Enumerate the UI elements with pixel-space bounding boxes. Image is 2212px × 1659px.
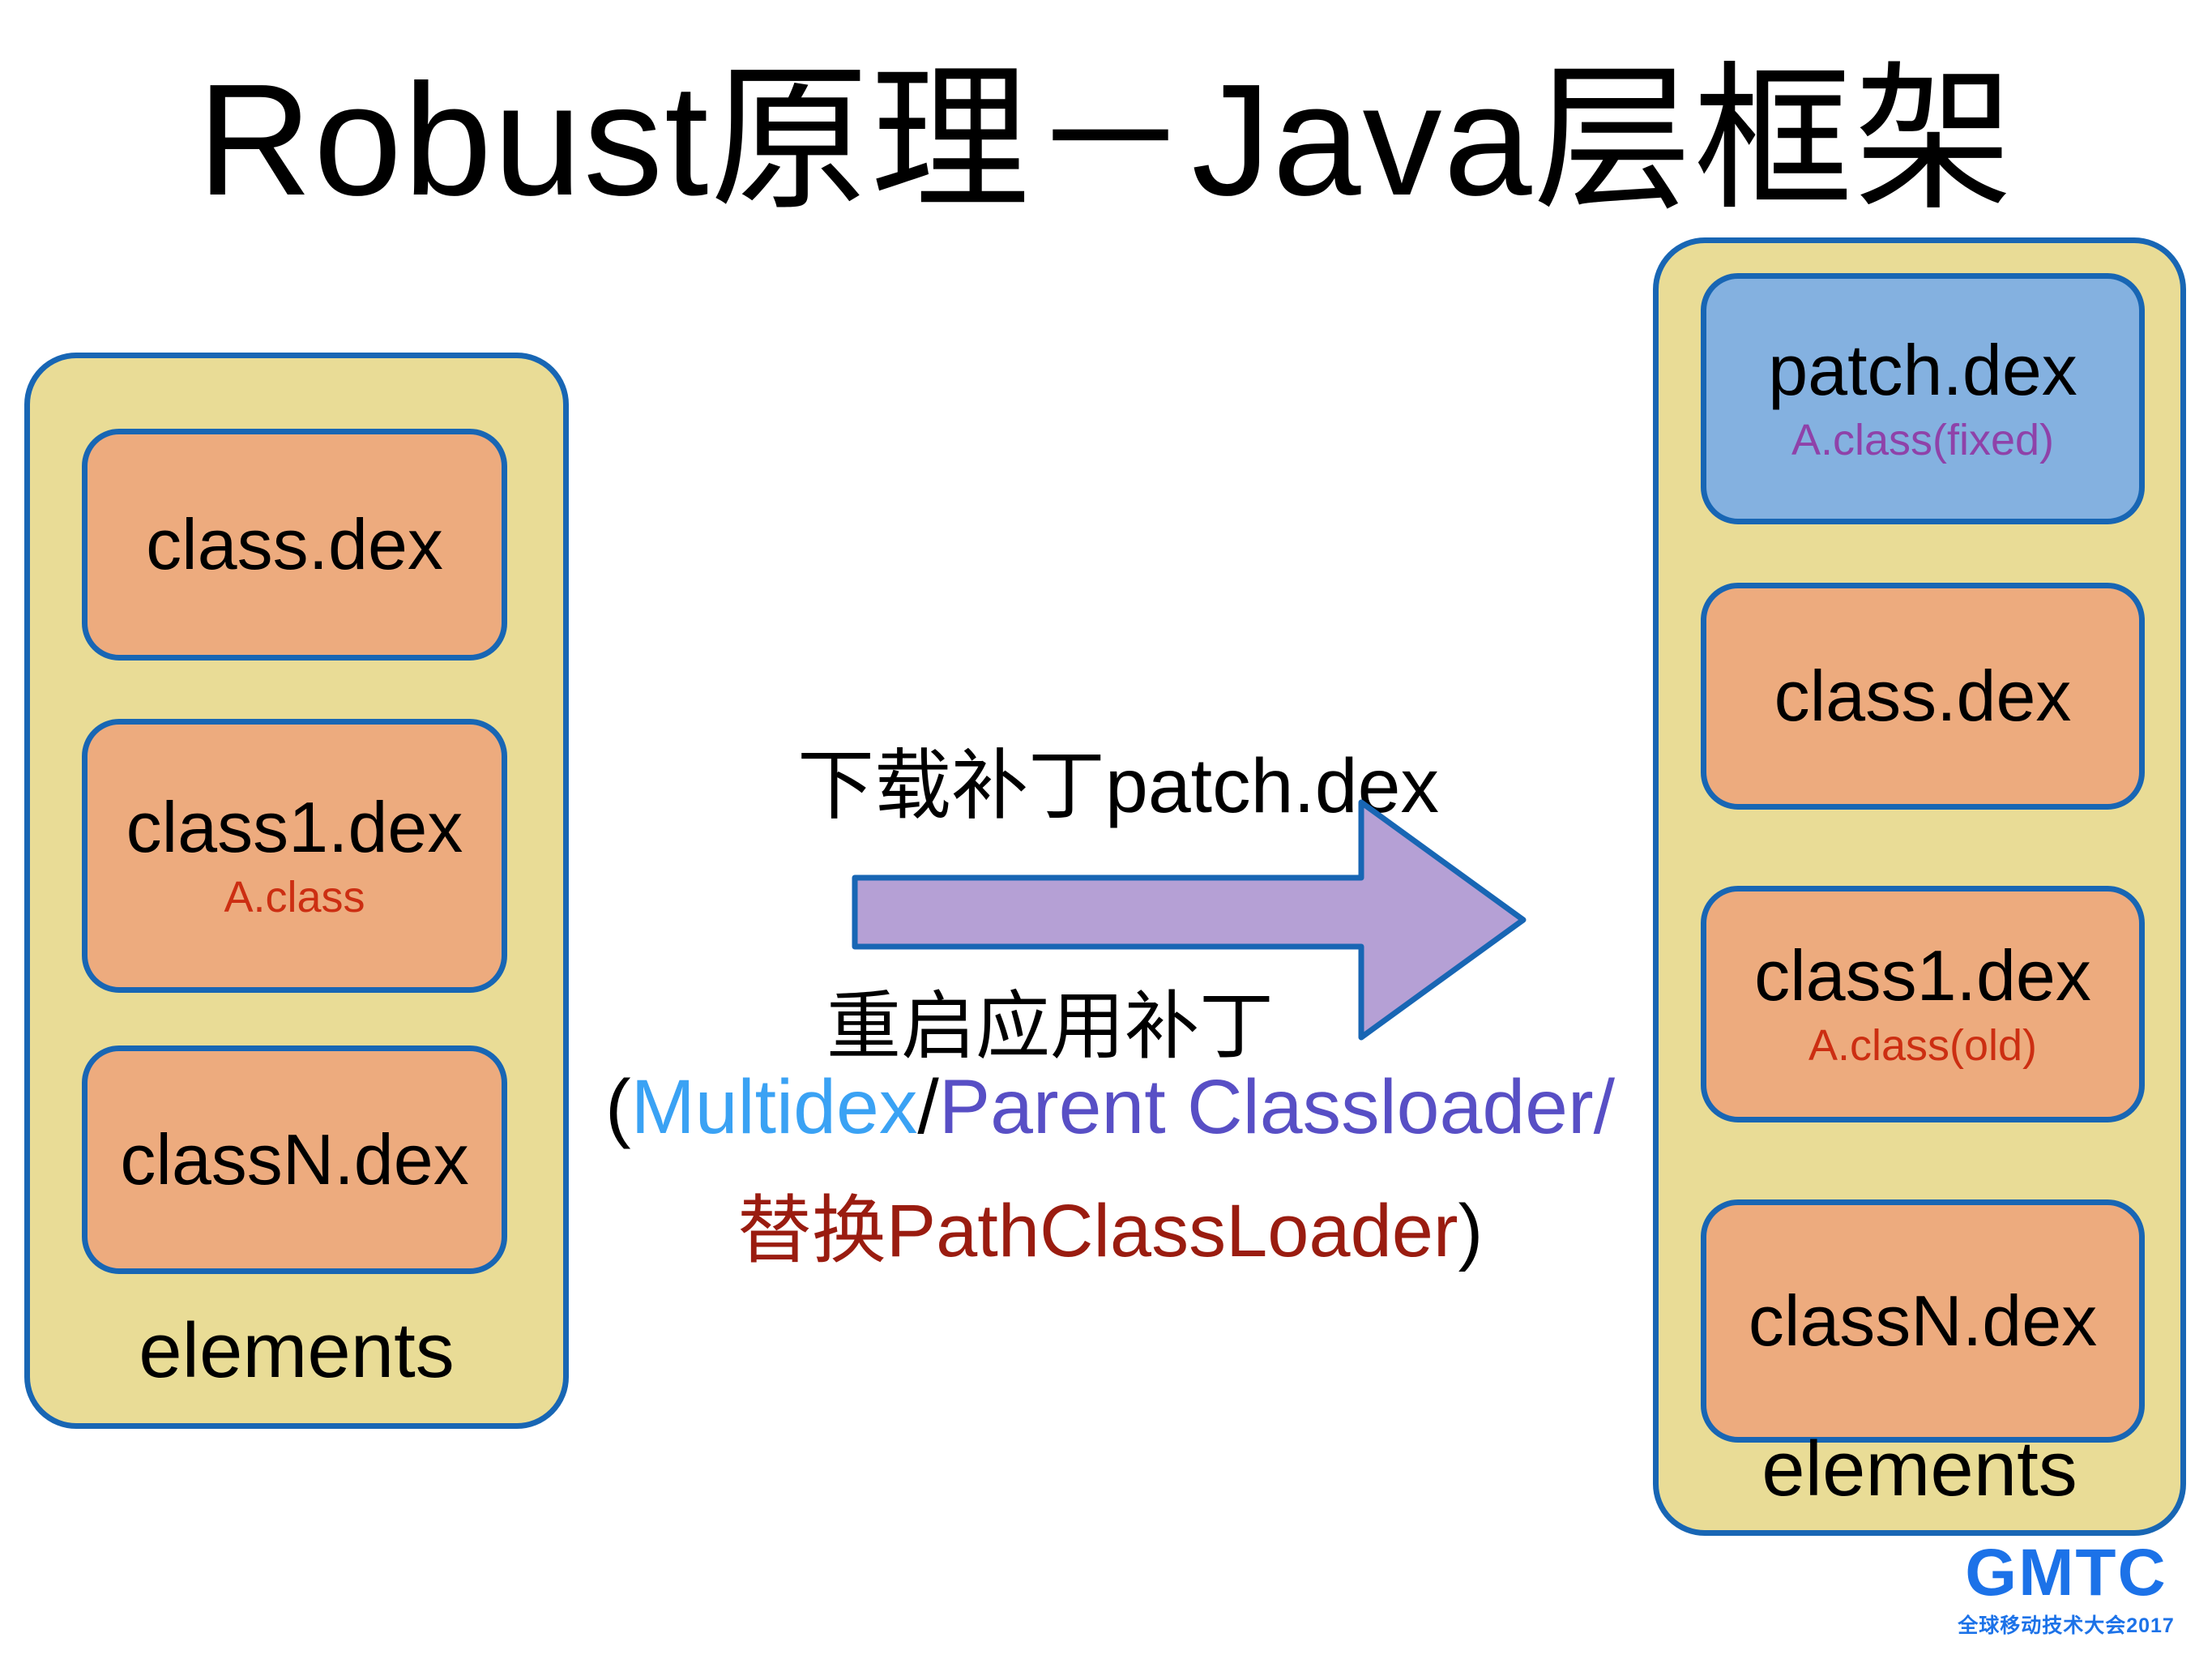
slash: /: [917, 1064, 939, 1150]
paren-open: (: [604, 1064, 631, 1150]
dex-box-subtitle: A.class: [224, 872, 365, 921]
download-patch-label: 下载补丁patch.dex: [797, 743, 1439, 829]
dex-box-label: classN.dex: [1748, 1280, 2098, 1361]
left-class-dex-box: class.dex: [82, 429, 507, 661]
replace-pathclassloader-line: 替换PathClassLoader): [519, 1170, 1702, 1278]
right-arrow-icon: [852, 799, 1527, 1041]
right-elements-panel: patch.dex A.class(fixed) class.dex class…: [1653, 237, 2186, 1536]
right-panel-label: elements: [1761, 1426, 2077, 1512]
dex-box-subtitle: A.class(old): [1808, 1020, 2038, 1070]
dex-box-subtitle: A.class(fixed): [1791, 415, 2055, 464]
restart-apply-label: 重启应用补丁: [826, 986, 1275, 1068]
dex-box-label: patch.dex: [1768, 330, 2077, 411]
left-elements-panel: class.dex class1.dex A.class classN.dex …: [24, 353, 569, 1429]
right-class1-dex-box: class1.dex A.class(old): [1701, 886, 2145, 1122]
slash: /: [1593, 1064, 1616, 1150]
replace-text: 替换PathClassLoader: [737, 1190, 1458, 1272]
left-panel-label: elements: [139, 1307, 455, 1394]
gmtc-logo-tagline: 全球移动技术大会2017: [1958, 1614, 2175, 1637]
dex-box-label: class1.dex: [126, 787, 463, 868]
gmtc-logo-text: GMTC: [1965, 1536, 2167, 1610]
multidex-text: Multidex: [630, 1064, 918, 1150]
right-class-dex-box: class.dex: [1701, 583, 2145, 810]
classloader-options-line: (Multidex/Parent Classloader/: [519, 1063, 1702, 1152]
left-class1-dex-box: class1.dex A.class: [82, 719, 507, 993]
right-patch-dex-box: patch.dex A.class(fixed): [1701, 273, 2145, 524]
left-classN-dex-box: classN.dex: [82, 1045, 507, 1274]
page-title: Robust原理－Java层框架: [197, 51, 2015, 229]
gmtc-logo: GMTC 全球移动技术大会2017: [1941, 1540, 2192, 1639]
parent-classloader-text: Parent Classloader: [938, 1064, 1594, 1150]
dex-box-label: class.dex: [1774, 655, 2072, 736]
right-classN-dex-box: classN.dex: [1701, 1199, 2145, 1443]
dex-box-label: class1.dex: [1754, 935, 2091, 1016]
dex-box-label: classN.dex: [120, 1118, 469, 1199]
dex-box-label: class.dex: [146, 503, 443, 584]
paren-close: ): [1458, 1190, 1484, 1272]
